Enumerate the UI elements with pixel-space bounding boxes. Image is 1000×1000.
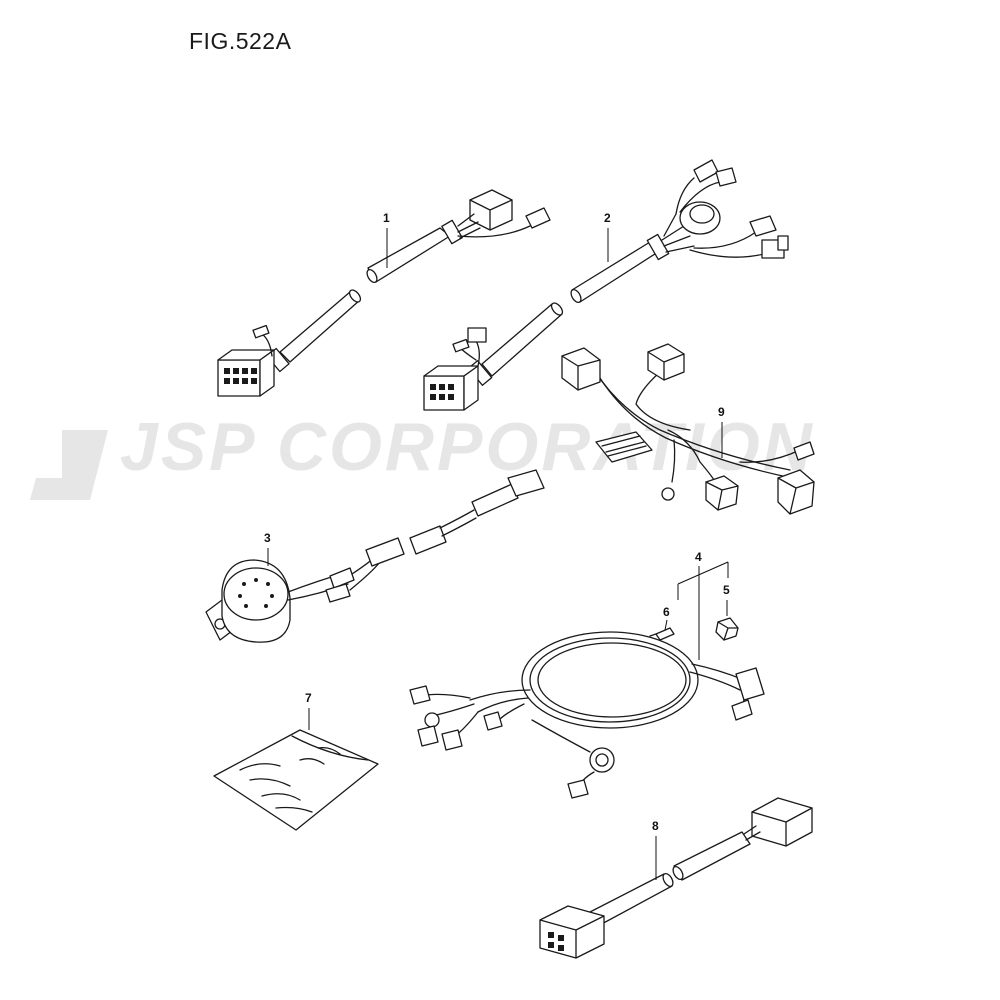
callout-8: 8 [652,819,659,880]
part-1-wire-harness[interactable] [217,189,551,397]
callout-label-9: 9 [718,405,725,419]
callout-label-7: 7 [305,691,312,705]
callout-4: 4 [677,550,729,660]
callout-label-3: 3 [264,531,271,545]
callout-label-8: 8 [652,819,659,833]
part-4-main-harness[interactable] [409,631,765,799]
part-9-engine-harness[interactable] [561,343,815,515]
callout-3: 3 [264,531,271,566]
part-2-wire-harness[interactable] [423,159,789,411]
callout-6: 6 [663,605,670,631]
callout-1: 1 [383,211,390,268]
callout-2: 2 [604,211,611,262]
callout-9: 9 [718,405,725,458]
callout-7: 7 [305,691,312,730]
part-7-parts-bag[interactable] [213,729,379,831]
figure-title: FIG.522A [189,28,292,54]
part-3-buzzer[interactable] [205,469,545,643]
callout-label-4: 4 [695,550,702,564]
part-5-connector[interactable] [715,617,739,641]
watermark-logo-mark [30,430,108,500]
part-8-extension-harness[interactable] [539,797,813,959]
callout-label-6: 6 [663,605,670,619]
callout-label-1: 1 [383,211,390,225]
callout-label-5: 5 [723,583,730,597]
watermark: JSP CORPORATION [30,409,815,500]
callout-5: 5 [723,583,730,616]
watermark-text: JSP CORPORATION [120,409,815,485]
callout-label-2: 2 [604,211,611,225]
